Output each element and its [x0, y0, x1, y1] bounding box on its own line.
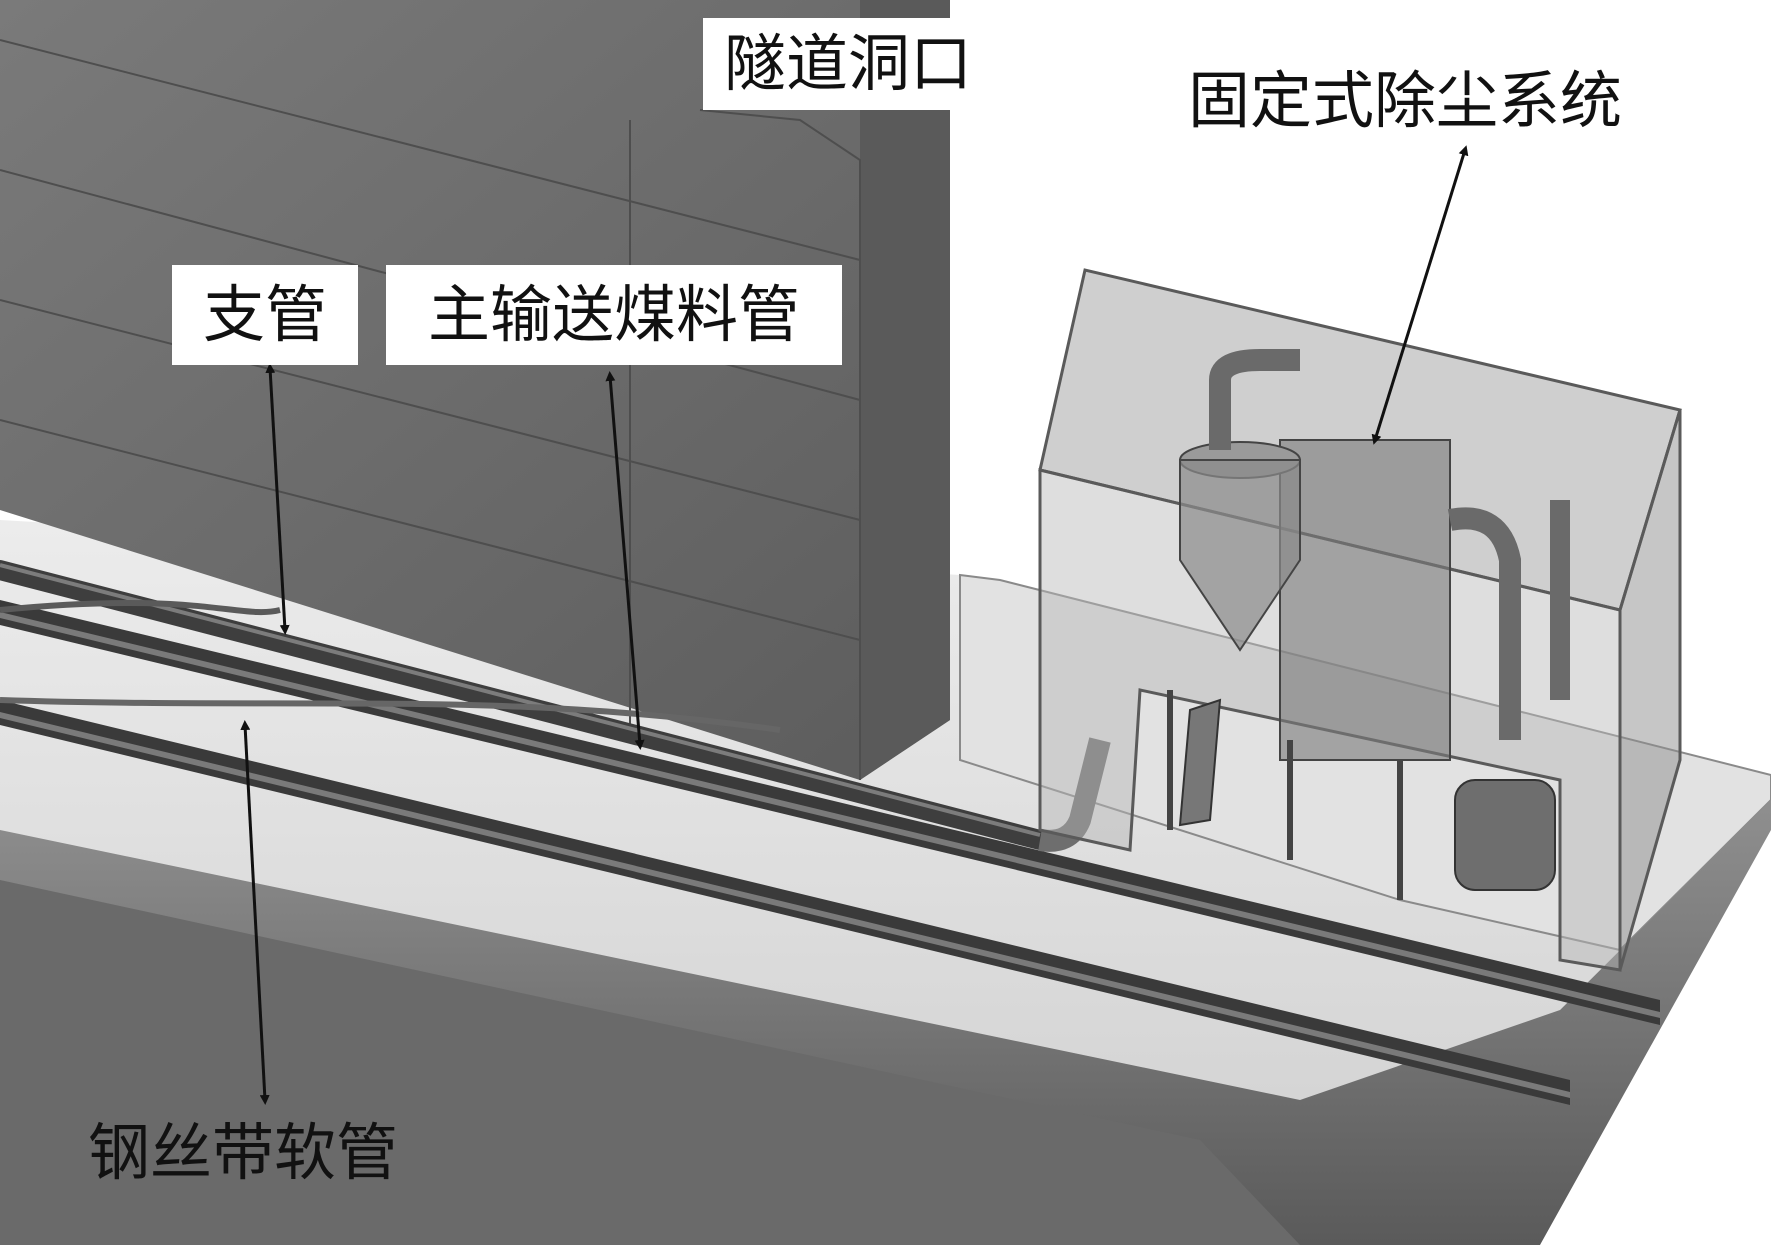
label-steel-wire-hose: 钢丝带软管: [88, 1116, 399, 1189]
label-tunnel-portal: 隧道洞口: [703, 18, 993, 110]
arrow-main-coal-pipe: [605, 371, 645, 750]
label-branch-pipe: 支管: [172, 265, 358, 365]
arrow-steel-wire-hose: [240, 720, 270, 1105]
dust-removal-enclosure: [1038, 268, 1682, 972]
label-main-coal-pipe: 主输送煤料管: [386, 265, 842, 365]
branch-hoses: [0, 599, 781, 733]
label-fixed-dust-removal-system: 固定式除尘系统: [1188, 64, 1623, 137]
arrow-branch-pipe: [265, 363, 290, 635]
arrow-dust-removal-system: [1371, 145, 1469, 445]
leader-arrows: [240, 145, 1469, 1105]
